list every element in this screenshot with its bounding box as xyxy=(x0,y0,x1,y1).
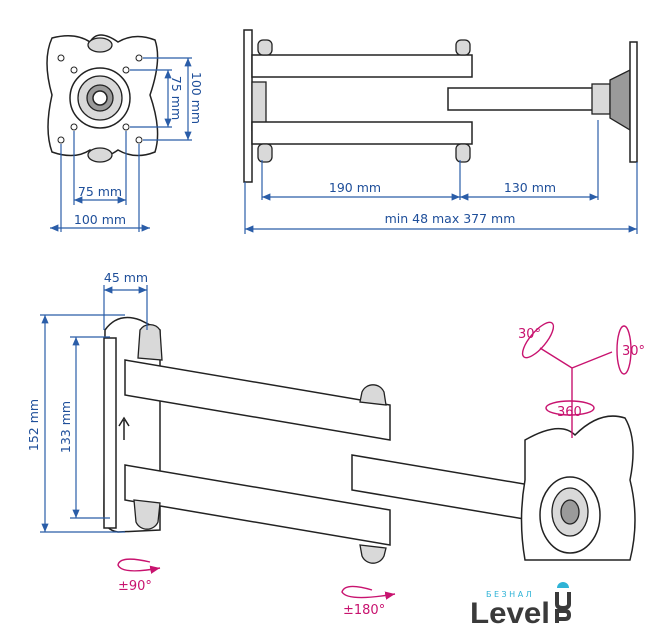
logo-accent-icon xyxy=(557,582,569,588)
dim-100-vertical: 100 mm xyxy=(189,72,204,124)
arm-rotation-label: ±180° xyxy=(343,603,385,618)
dim-range: min 48 max 377 mm xyxy=(385,211,516,226)
front-view-dimensions: 75 mm 100 mm 75 mm 100 mm xyxy=(50,57,204,232)
logo-small-text: БЕЗНАЛ xyxy=(486,590,534,599)
dim-arm1: 190 mm xyxy=(329,180,381,195)
dim-75-vertical: 75 mm xyxy=(169,76,184,120)
perspective-dimensions: 45 mm 152 mm 133 mm xyxy=(26,270,148,533)
dim-arm2: 130 mm xyxy=(504,180,556,195)
tilt-left-label: 30° xyxy=(518,327,541,342)
side-view-mount xyxy=(243,29,638,183)
wall-rotation-label: ±90° xyxy=(118,579,152,594)
dim-100-horizontal: 100 mm xyxy=(74,212,126,227)
dim-height-total: 152 mm xyxy=(26,399,41,451)
side-view-dimensions: 190 mm 130 mm min 48 max 377 mm xyxy=(244,120,638,234)
levelup-logo: БЕЗНАЛ Level xyxy=(470,582,572,630)
dim-height-holes: 133 mm xyxy=(58,401,73,453)
logo-main-text: Level xyxy=(470,597,550,630)
front-view-plate xyxy=(46,34,159,163)
dim-75-horizontal: 75 mm xyxy=(78,184,122,199)
tilt-right-label: 30° xyxy=(622,344,645,359)
perspective-mount xyxy=(103,316,636,564)
rotation-indicators: ±90° ±180° 30° 30° 360 xyxy=(117,321,645,618)
swivel-label: 360 xyxy=(557,405,582,420)
dim-depth: 45 mm xyxy=(104,270,148,285)
